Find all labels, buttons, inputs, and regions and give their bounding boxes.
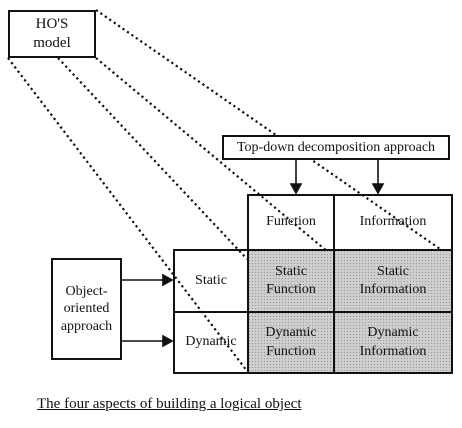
hos-model-line2: model — [33, 35, 71, 51]
hos-model-box: HO'S model — [8, 10, 96, 58]
top-down-approach-label: Top-down decomposition approach — [236, 139, 436, 155]
object-oriented-line3: approach — [60, 318, 113, 334]
row-header-dynamic: Dynamic — [185, 334, 237, 350]
cell-static-information: Static Information — [334, 250, 452, 312]
column-header-function: Function — [266, 214, 316, 230]
object-oriented-approach-box: Object- oriented approach — [51, 258, 122, 360]
arrow-head-static — [162, 273, 174, 287]
hos-model-line1: HO'S — [35, 16, 69, 33]
dotted-line-bottom-edge — [7, 57, 248, 372]
cell-dynamic-information: Dynamic Information — [334, 312, 452, 373]
dotted-line-lower-middle — [57, 57, 248, 260]
row-header-static: Static — [195, 272, 227, 288]
arrow-head-dynamic — [162, 334, 174, 348]
arrow-head-information — [371, 183, 385, 195]
column-header-information: Information — [359, 214, 427, 230]
top-down-approach-box: Top-down decomposition approach — [222, 135, 450, 160]
object-oriented-line1: Object- — [65, 283, 108, 299]
cell-static-function: Static Function — [248, 250, 334, 312]
diagram-caption: The four aspects of building a logical o… — [37, 396, 302, 412]
arrow-head-function — [289, 183, 303, 195]
object-oriented-line2: oriented — [63, 301, 110, 317]
cell-dynamic-function: Dynamic Function — [248, 312, 334, 373]
